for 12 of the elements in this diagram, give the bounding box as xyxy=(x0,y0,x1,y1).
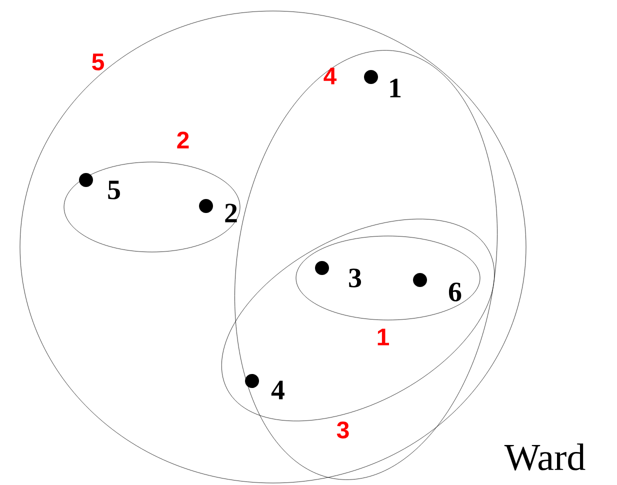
cluster-number: 4 xyxy=(324,68,337,84)
point-number: 3 xyxy=(349,268,362,288)
point-number: 5 xyxy=(108,180,120,200)
point-number: 6 xyxy=(448,282,462,302)
method-label: Ward xyxy=(504,444,586,470)
cluster-number: 1 xyxy=(378,328,389,346)
point-number: 1 xyxy=(390,78,401,98)
cluster-number: 3 xyxy=(336,422,349,439)
point-number: 2 xyxy=(225,204,237,222)
cluster-number: 2 xyxy=(177,132,189,148)
point-number: 4 xyxy=(271,380,284,400)
cluster-number: 5 xyxy=(92,54,104,70)
